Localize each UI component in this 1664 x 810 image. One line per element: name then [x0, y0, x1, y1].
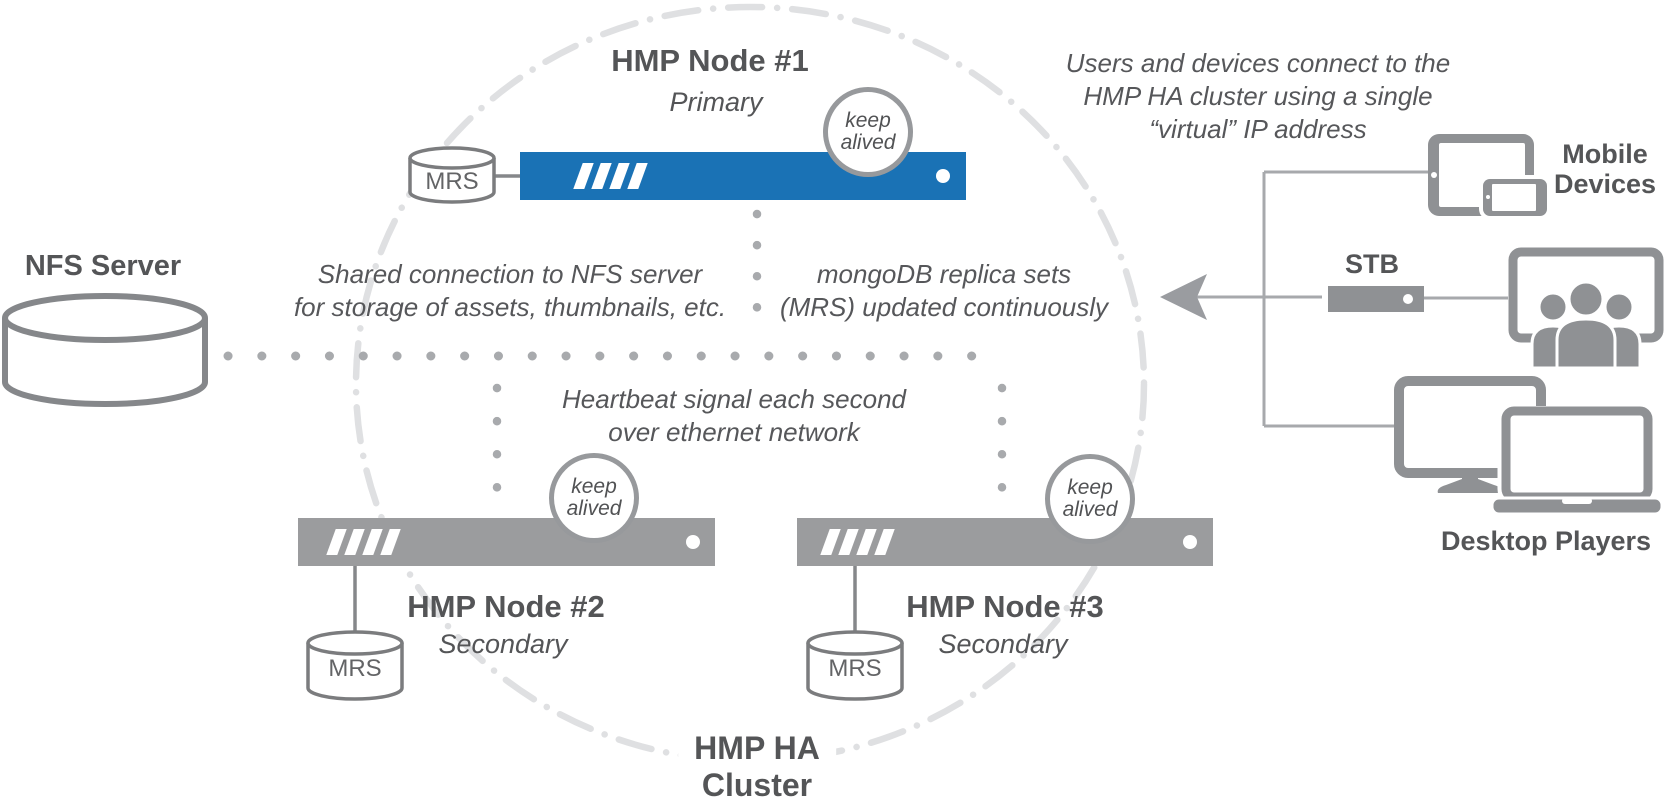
- tv-audience-icon: [1508, 247, 1664, 368]
- power-led-icon: [686, 535, 700, 549]
- node2-role: Secondary: [438, 629, 568, 659]
- annotation-line: HMP HA cluster using a single: [1083, 81, 1433, 111]
- badge-text: alived: [1062, 498, 1118, 521]
- server-vents-icon: [820, 518, 1213, 555]
- nfs-cylinder-icon: [1, 293, 208, 407]
- node3-server-bar: [797, 518, 1213, 566]
- annotation-shared-nfs: Shared connection to NFS server for stor…: [294, 258, 726, 324]
- annotation-line: Shared connection to NFS server: [317, 259, 703, 289]
- stb-label: STB: [1345, 249, 1399, 279]
- node3-title: HMP Node #3: [906, 589, 1104, 624]
- label-line: Mobile: [1562, 139, 1648, 169]
- smartphone-icon: [1483, 179, 1547, 216]
- cluster-label-line: Cluster: [701, 767, 813, 803]
- badge-text: alived: [566, 497, 622, 520]
- annotation-line: Heartbeat signal each second: [561, 384, 907, 414]
- camera-dot-icon: [1486, 195, 1490, 199]
- cluster-label-line: HMP HA: [694, 730, 820, 766]
- node2-title: HMP Node #2: [407, 589, 605, 624]
- annotation-mongodb: mongoDB replica sets (MRS) updated conti…: [780, 258, 1108, 324]
- annotation-line: Users and devices connect to the: [1065, 48, 1451, 78]
- nfs-server-label: NFS Server: [24, 250, 182, 282]
- node2-server-bar: [298, 518, 715, 566]
- mrs-cylinder-icon: [806, 630, 904, 701]
- annotation-line: mongoDB replica sets: [816, 259, 1072, 289]
- power-led-icon: [1403, 294, 1413, 304]
- power-led-icon: [936, 169, 950, 183]
- node1-role: Primary: [669, 87, 763, 117]
- camera-dot-icon: [1431, 172, 1437, 178]
- annotation-heartbeat: Heartbeat signal each second over ethern…: [562, 383, 906, 449]
- annotation-line: for storage of assets, thumbnails, etc.: [293, 292, 727, 322]
- power-led-icon: [1183, 535, 1197, 549]
- server-vents-icon: [326, 518, 715, 555]
- desktop-players-label: Desktop Players: [1440, 526, 1652, 556]
- badge-text: keep: [845, 109, 891, 132]
- node2-keepalived-badge: keep alived: [549, 453, 639, 543]
- node1-title: HMP Node #1: [611, 43, 809, 78]
- badge-text: alived: [840, 131, 896, 154]
- label-line: Devices: [1553, 169, 1657, 199]
- server-vents-icon: [573, 152, 966, 189]
- mobile-devices-label: Mobile Devices: [1554, 139, 1656, 199]
- node3-role: Secondary: [938, 629, 1068, 659]
- phone-screen: [1492, 184, 1536, 211]
- annotation-line: “virtual” IP address: [1149, 114, 1367, 144]
- annotation-line: over ethernet network: [608, 417, 860, 447]
- laptop-icon: [1490, 406, 1664, 516]
- badge-text: keep: [1067, 476, 1113, 499]
- cluster-label: HMP HA Cluster: [678, 728, 836, 806]
- virtual-ip-arrow-icon: [1160, 274, 1207, 320]
- annotation-virtual-ip: Users and devices connect to the HMP HA …: [1066, 47, 1450, 146]
- mrs-label: MRS: [425, 168, 479, 195]
- device-bracket-lines: [1178, 170, 1508, 428]
- badge-text: keep: [571, 475, 617, 498]
- mrs-label: MRS: [328, 655, 382, 682]
- node3-keepalived-badge: keep alived: [1045, 454, 1135, 544]
- annotation-line: (MRS) updated continuously: [779, 292, 1109, 322]
- mrs-cylinder-icon: [408, 146, 496, 204]
- mrs-label: MRS: [828, 655, 882, 682]
- node1-keepalived-badge: keep alived: [823, 87, 913, 177]
- stb-icon: [1328, 286, 1424, 312]
- mrs-cylinder-icon: [306, 630, 404, 701]
